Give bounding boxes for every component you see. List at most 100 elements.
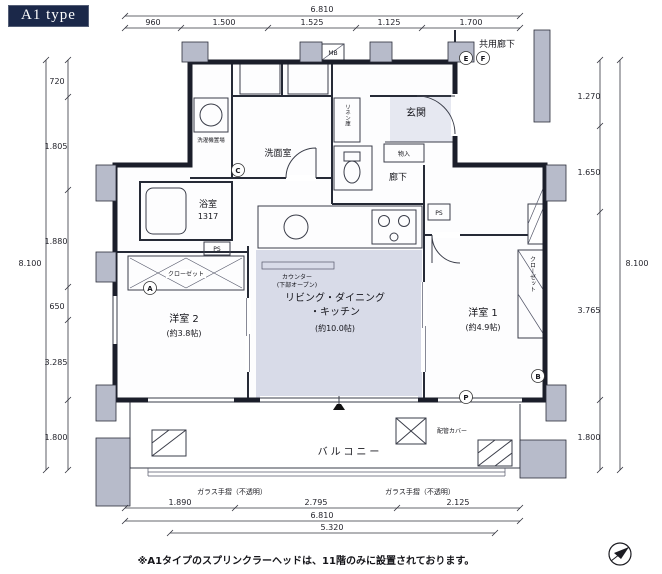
- dim-top-seg-4: 1.125: [378, 18, 401, 27]
- label-closet-bedroom2: クローゼット: [168, 270, 204, 278]
- label-counter-1: カウンター: [282, 273, 312, 281]
- bedroom2-sliding-door: [245, 298, 251, 372]
- stove-icon: [371, 209, 417, 245]
- label-washroom: 洗面室: [264, 147, 291, 159]
- dim-bottom-inner: 5.320: [321, 523, 344, 532]
- dim-left-seg-5: 3.285: [45, 358, 68, 367]
- label-closet-bedroom1: クローゼット: [529, 256, 536, 292]
- structure-columns: [95, 29, 567, 507]
- feature-labels: カウンター (下部オープン) クローゼット クローゼット 物入 リネン庫 洗濯機…: [166, 50, 536, 496]
- label-bedroom2-size: (約3.8帖): [167, 328, 202, 338]
- dimension-labels: 6.810 960 1.500 1.525 1.125 1.700 8.100 …: [19, 5, 649, 532]
- ps-left-box: [203, 241, 231, 256]
- direction-triangle-icon: [333, 401, 345, 410]
- dim-bottom-total: 6.810: [311, 511, 334, 520]
- dimension-lines: [42, 12, 624, 537]
- marker-e: E: [459, 51, 473, 65]
- storage-box: [383, 143, 425, 163]
- marker-p: P: [459, 390, 473, 404]
- linen-closet-box: [333, 97, 361, 143]
- compass-icon: [608, 542, 632, 566]
- label-glass-rail-right: ガラス手摺（不透明）: [385, 487, 455, 496]
- openings: [111, 94, 522, 404]
- marker-a-label: A: [147, 285, 153, 293]
- label-glass-rail-left: ガラス手摺（不透明）: [197, 487, 267, 496]
- dim-bottom-seg-1: 1.890: [169, 498, 192, 507]
- balcony-fixture-box: [151, 429, 187, 457]
- washroom-door: [285, 147, 317, 181]
- ps-right-box: [427, 203, 451, 221]
- sprinkler-note: ※A1タイプのスプリンクラーヘッドは、11階のみに設置されております。: [137, 556, 475, 567]
- label-ldk-1: リビング・ダイニング: [285, 291, 385, 304]
- dim-top-seg-5: 1.700: [460, 18, 483, 27]
- label-ldk-2: ・キッチン: [310, 306, 360, 318]
- dim-top-total: 6.810: [311, 5, 334, 14]
- dim-top-seg-2: 1.500: [213, 18, 236, 27]
- label-storage: 物入: [398, 150, 410, 158]
- label-linen: リネン庫: [344, 104, 351, 127]
- toilet-room-walls: [333, 145, 373, 191]
- marker-b: B: [531, 369, 545, 383]
- dim-left-seg-3: 1.880: [45, 237, 68, 246]
- label-bathroom-size: 1317: [198, 212, 218, 221]
- dim-left-balcony: 1.800: [45, 433, 68, 442]
- dim-left-seg-4: 650: [49, 302, 64, 311]
- marker-f: F: [476, 51, 490, 65]
- label-ps-right: PS: [435, 210, 443, 217]
- dim-bottom-seg-2: 2.795: [305, 498, 328, 507]
- dim-right-balcony: 1.800: [578, 433, 601, 442]
- plan-type-badge: A1 type: [8, 5, 89, 27]
- ldk-window: [260, 396, 418, 404]
- entrance-door: [416, 94, 459, 136]
- balcony-outline: [129, 400, 521, 477]
- dim-bottom-seg-3: 2.125: [447, 498, 470, 507]
- dim-left-total: 8.100: [19, 259, 42, 268]
- label-ps-left: PS: [213, 246, 221, 253]
- pipe-cover-box: [477, 439, 513, 467]
- dim-left-seg-1: 720: [49, 77, 64, 86]
- marker-f-label: F: [481, 55, 486, 63]
- bedroom2-window: [148, 396, 234, 404]
- dim-right-seg-1: 1.270: [578, 92, 601, 101]
- label-balcony: バルコニー: [318, 446, 383, 458]
- entrance-floor: [390, 96, 452, 142]
- label-bathroom: 浴室: [199, 198, 217, 210]
- label-common-corridor: 共用廊下: [479, 38, 515, 50]
- marker-a: A: [143, 281, 157, 295]
- marker-b-label: B: [535, 373, 540, 381]
- bedroom2-closet: [127, 255, 245, 291]
- label-hallway: 廊下: [389, 171, 407, 183]
- dim-right-seg-3: 3.765: [578, 306, 601, 315]
- sink-icon: [283, 214, 309, 240]
- label-entrance: 玄関: [406, 106, 426, 119]
- escape-hatch-icon: [395, 417, 427, 445]
- dim-left-seg-2: 1.805: [45, 142, 68, 151]
- dim-top-seg-1: 960: [145, 18, 160, 27]
- marker-c-label: C: [235, 167, 240, 175]
- bedroom1-door: [431, 232, 461, 264]
- dim-right-seg-2: 1.650: [578, 168, 601, 177]
- toilet-icon: [343, 151, 361, 184]
- label-pipe-cover: 配管カバー: [437, 427, 467, 435]
- marker-c: C: [231, 163, 245, 177]
- counter-open-below: [261, 261, 335, 270]
- bedroom1-sliding-door: [421, 282, 427, 372]
- kitchen-counter: [257, 205, 423, 249]
- label-washer: 洗濯機置場: [197, 136, 225, 144]
- label-bedroom1: 洋室 1: [468, 306, 498, 319]
- label-meter-box: MB: [328, 50, 337, 57]
- dim-top-seg-3: 1.525: [301, 18, 324, 27]
- window-markers: E F C A P B: [143, 51, 545, 404]
- room-labels: 共用廊下 玄関 廊下 洗面室 浴室 1317 リビング・ダイニング ・キッチン …: [167, 38, 515, 458]
- marker-p-label: P: [463, 394, 468, 402]
- marker-e-label: E: [464, 55, 469, 63]
- washing-machine-icon: [193, 97, 229, 133]
- bathtub-icon: [145, 187, 187, 235]
- label-bedroom1-size: (約4.9帖): [466, 322, 501, 332]
- floor-fills: [115, 62, 545, 400]
- bedroom2-side-window: [111, 296, 119, 344]
- dim-right-total: 8.100: [626, 259, 649, 268]
- ldk-floor: [256, 250, 422, 398]
